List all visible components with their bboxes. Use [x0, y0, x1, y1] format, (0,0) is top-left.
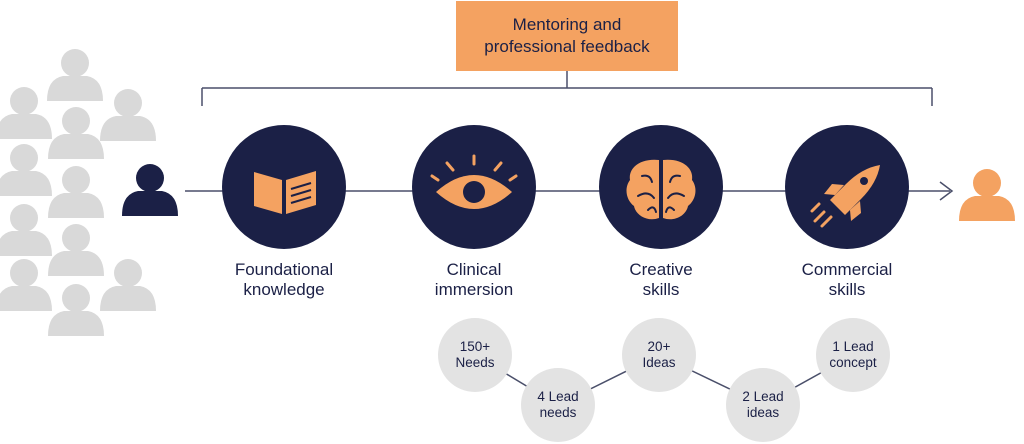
funnel-label-lead-needs: 4 Lead needs: [537, 389, 579, 420]
stage-label-foundational: Foundational knowledge: [234, 260, 334, 299]
stage-label-commercial: Commercial skills: [801, 260, 893, 299]
mentoring-bracket: [201, 71, 933, 106]
funnel-label-lead-ideas: 2 Lead ideas: [742, 389, 784, 420]
start-person-icon: [122, 164, 178, 216]
mentoring-title-line2: professional feedback: [484, 37, 650, 56]
stage-circle: [222, 125, 346, 249]
crowd-group: [0, 49, 156, 336]
crowd-person-icon: [0, 87, 52, 139]
crowd-person-icon: [48, 224, 104, 276]
crowd-person-icon: [48, 107, 104, 159]
rocket-icon: [810, 165, 880, 228]
funnel-bubble: [726, 368, 800, 442]
arrowhead-icon: [939, 181, 954, 201]
funnel-label-ideas: 20+ Ideas: [642, 339, 676, 370]
crowd-person-icon: [0, 204, 52, 256]
crowd-person-icon: [0, 144, 52, 196]
funnel-bubble: [816, 318, 890, 392]
mentoring-box: Mentoring and professional feedback: [456, 1, 678, 71]
funnel-label-lead-concept: 1 Lead concept: [829, 339, 877, 370]
stage-label-creative: Creative skills: [629, 260, 693, 299]
book-icon: [254, 171, 316, 214]
crowd-person-icon: [47, 49, 103, 101]
brain-icon: [626, 159, 696, 220]
crowd-person-icon: [48, 166, 104, 218]
eye-icon: [430, 154, 518, 209]
funnel-bubble: [622, 318, 696, 392]
stage-circle: [599, 125, 723, 249]
funnel-bubble: [521, 368, 595, 442]
stage-label-clinical: Clinical immersion: [434, 260, 514, 299]
funnel-bubble: [438, 318, 512, 392]
crowd-person-icon: [100, 89, 156, 141]
funnel-label-needs: 150+ Needs: [455, 339, 495, 370]
end-person-icon: [959, 169, 1015, 221]
crowd-person-icon: [48, 284, 104, 336]
mentoring-title-line1: Mentoring and: [512, 15, 622, 34]
crowd-person-icon: [0, 259, 52, 311]
crowd-person-icon: [100, 259, 156, 311]
